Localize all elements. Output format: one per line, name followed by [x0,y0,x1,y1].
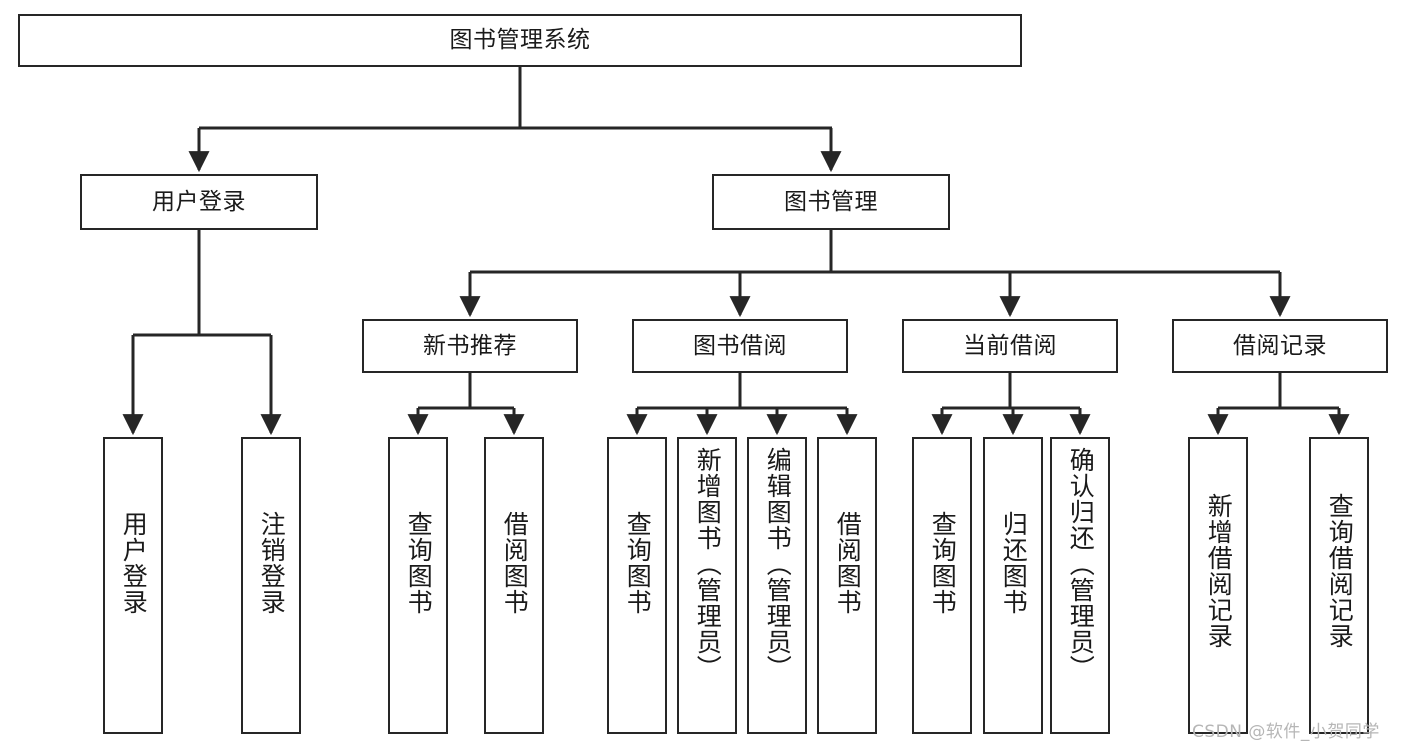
node-leaf-user-logout-label: 注销登录 [257,511,287,615]
csdn-watermark: CSDN @软件_小贺同学 [1192,722,1380,742]
node-leaf-query-loan-record-label: 查询借阅记录 [1325,493,1355,649]
node-new-book-rec[interactable]: 新书推荐 [362,319,578,373]
node-leaf-return-book[interactable]: 归还图书 [983,437,1043,734]
node-leaf-confirm-return[interactable]: 确认归还（管理员） [1050,437,1110,734]
node-leaf-borrow-book-1-label: 借阅图书 [500,511,530,615]
node-leaf-query-book-3-label: 查询图书 [928,511,958,615]
node-leaf-add-loan-record[interactable]: 新增借阅记录 [1188,437,1248,734]
node-book-manage[interactable]: 图书管理 [712,174,950,230]
node-leaf-add-book[interactable]: 新增图书（管理员） [677,437,737,734]
node-user-login-label: 用户登录 [152,188,246,215]
node-leaf-add-book-label: 新增图书（管理员） [693,447,723,681]
node-leaf-query-book-3[interactable]: 查询图书 [912,437,972,734]
node-root-label: 图书管理系统 [449,27,591,53]
node-leaf-query-book-1-label: 查询图书 [404,511,434,615]
node-leaf-query-book-1[interactable]: 查询图书 [388,437,448,734]
node-leaf-borrow-book-2-label: 借阅图书 [833,511,863,615]
node-leaf-user-login[interactable]: 用户登录 [103,437,163,734]
node-leaf-edit-book-label: 编辑图书（管理员） [763,447,793,681]
node-user-login[interactable]: 用户登录 [80,174,318,230]
node-leaf-user-login-label: 用户登录 [119,511,149,615]
node-book-borrow-label: 图书借阅 [693,332,787,359]
node-leaf-edit-book[interactable]: 编辑图书（管理员） [747,437,807,734]
node-loan-record[interactable]: 借阅记录 [1172,319,1388,373]
node-leaf-borrow-book-1[interactable]: 借阅图书 [484,437,544,734]
node-leaf-query-loan-record[interactable]: 查询借阅记录 [1309,437,1369,734]
node-leaf-add-loan-record-label: 新增借阅记录 [1204,493,1234,649]
node-root[interactable]: 图书管理系统 [18,14,1022,67]
node-leaf-return-book-label: 归还图书 [999,511,1029,615]
node-leaf-confirm-return-label: 确认归还（管理员） [1066,447,1096,681]
node-leaf-borrow-book-2[interactable]: 借阅图书 [817,437,877,734]
node-current-loan-label: 当前借阅 [963,332,1057,359]
node-book-borrow[interactable]: 图书借阅 [632,319,848,373]
node-book-manage-label: 图书管理 [784,188,878,215]
node-new-book-rec-label: 新书推荐 [423,332,517,359]
node-leaf-query-book-2[interactable]: 查询图书 [607,437,667,734]
node-current-loan[interactable]: 当前借阅 [902,319,1118,373]
node-leaf-query-book-2-label: 查询图书 [623,511,653,615]
node-loan-record-label: 借阅记录 [1233,332,1327,359]
node-leaf-user-logout[interactable]: 注销登录 [241,437,301,734]
